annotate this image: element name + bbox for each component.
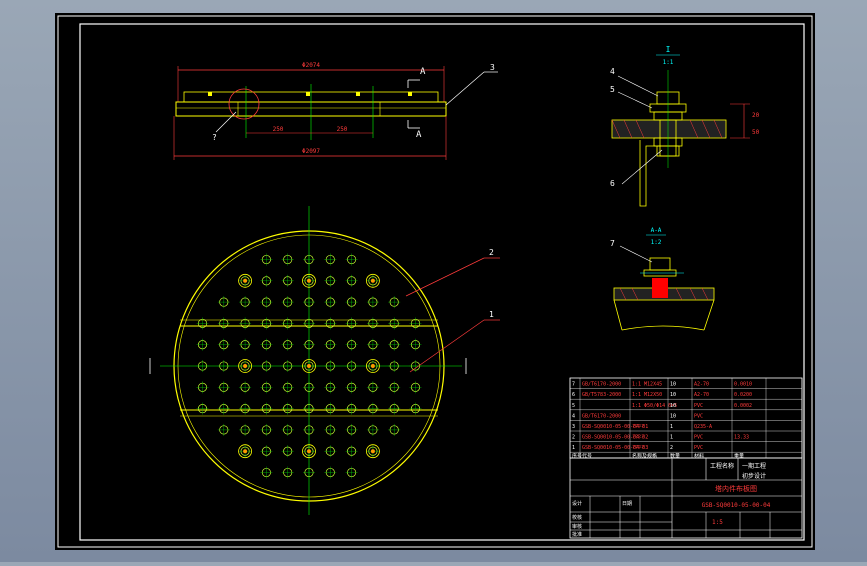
parts-cell: Q235-A [694,424,712,430]
section-mark-top: A [420,67,426,77]
stud-mark [238,273,253,288]
parts-cell: 10 [670,403,676,409]
parts-cell: A2-70 [694,382,709,388]
hole-grid [196,253,422,479]
stud-mark [238,359,253,373]
section-mark-bottom: A [416,130,422,140]
stud-mark [302,444,316,459]
parts-cell: GSB-SQ0010-05-00-04-01 [582,424,648,430]
parts-cell: 0.0010 [734,382,752,388]
parts-cell: 10 [670,382,676,388]
parts-cell: GSB-SQ0010-05-00-04-03 [582,445,648,451]
section-a-a: A-A 1:2 7 [610,227,715,331]
stud-mark [302,359,316,373]
stud-marks [238,273,380,459]
parts-cell: ???? [632,424,644,430]
detail-i: I 1:1 20 50 4 5 6 [610,45,760,207]
inner-frame [79,23,805,541]
detail-i-title: I [666,45,671,54]
parts-cell: PVC [694,403,703,409]
parts-cell: GB/T6170-2000 [582,413,621,419]
stud-mark [365,273,380,288]
stage: 初步设计 [742,472,766,480]
sign-date: 日期 [622,501,632,507]
dim-left: 250 [273,126,284,133]
parts-header-cell: 数量 [670,453,680,460]
parts-cell: GB/T5783-2000 [582,392,621,398]
parts-cell: 2 [572,435,575,441]
section-title: A-A [651,227,662,234]
parts-cell: 7 [572,382,575,388]
parts-header-cell: 重量 [734,453,744,460]
stud-mark [365,359,380,373]
callout-3: 3 [490,63,495,72]
parts-cell: 1:1 M12X50 [632,392,662,398]
callout-4: 4 [610,67,615,76]
parts-cell: GSB-SQ0010-05-00-04-02 [582,435,648,441]
parts-cell: 10 [670,392,676,398]
detail-dim-a: 20 [752,112,760,119]
callout-5: 5 [610,85,615,94]
parts-header-cell: 代号 [582,453,592,460]
outer-frame [57,15,813,548]
detail-dim-b: 50 [752,129,760,136]
parts-cell: 1 [670,435,673,441]
parts-cell: ???? [632,445,644,451]
side-view: Φ2074 250 250 Φ2097 A A 3 [173,62,498,160]
sign-review: 审核 [572,523,582,530]
callout-q: ? [212,133,217,142]
plan-view: 2 1 [149,206,500,515]
callout-1: 1 [489,310,494,319]
drawing-title: 塔内件布板图 [715,484,757,493]
parts-cell: 0.0200 [734,392,752,398]
parts-cell: PVC [694,435,703,441]
callout-2: 2 [489,248,494,257]
stud-mark [302,273,316,288]
parts-cell: GB/T6170-2000 [582,382,621,388]
parts-cell: 1:1 M12X45 [632,382,662,388]
parts-cell: 10 [670,413,676,419]
parts-cell: PVC [694,413,703,419]
parts-cell: A2-70 [694,392,709,398]
parts-cell: PVC [694,445,703,451]
section-scale: 1:2 [651,239,662,246]
parts-header-cell: 序号 [572,453,582,460]
drawing-no: GSB-SQ0010-05-00-04 [702,502,771,509]
parts-cell: 1 [572,445,575,451]
dim-overall: Φ2074 [302,62,320,69]
parts-cell: 2 [670,445,673,451]
parts-cell: 5 [572,403,575,409]
sign-check: 校核 [572,514,582,521]
callout-6: 6 [610,179,615,188]
plant-value: 一期工程 [742,462,766,470]
parts-cell: 3 [572,424,575,430]
parts-cell: ???? [632,435,644,441]
plant-name: 工程名称 [710,462,734,470]
dim-bottom: Φ2097 [302,148,320,155]
scale: 1:5 [712,519,723,526]
parts-cell: 13.33 [734,435,749,441]
parts-header-cell: 材料 [694,453,704,460]
stud-mark [365,444,380,459]
parts-cell: 0.0002 [734,403,752,409]
detail-i-scale: 1:1 [663,59,674,66]
parts-cell: 4 [572,413,575,419]
dim-right: 250 [337,126,348,133]
parts-cell: 1:1 Φ50/Φ14 δ=5 [632,403,677,409]
sign-design: 设计 [572,500,582,507]
title-block: 工程名称 一期工程 初步设计 塔内件布板图 GSB-SQ0010-05-00-0… [569,457,803,539]
sign-approve: 批准 [572,531,582,538]
callout-7: 7 [610,239,615,248]
stud-mark [238,444,253,459]
parts-cell: 6 [572,392,575,398]
parts-header-cell: 名称及规格 [632,453,657,460]
parts-cell: 1 [670,424,673,430]
